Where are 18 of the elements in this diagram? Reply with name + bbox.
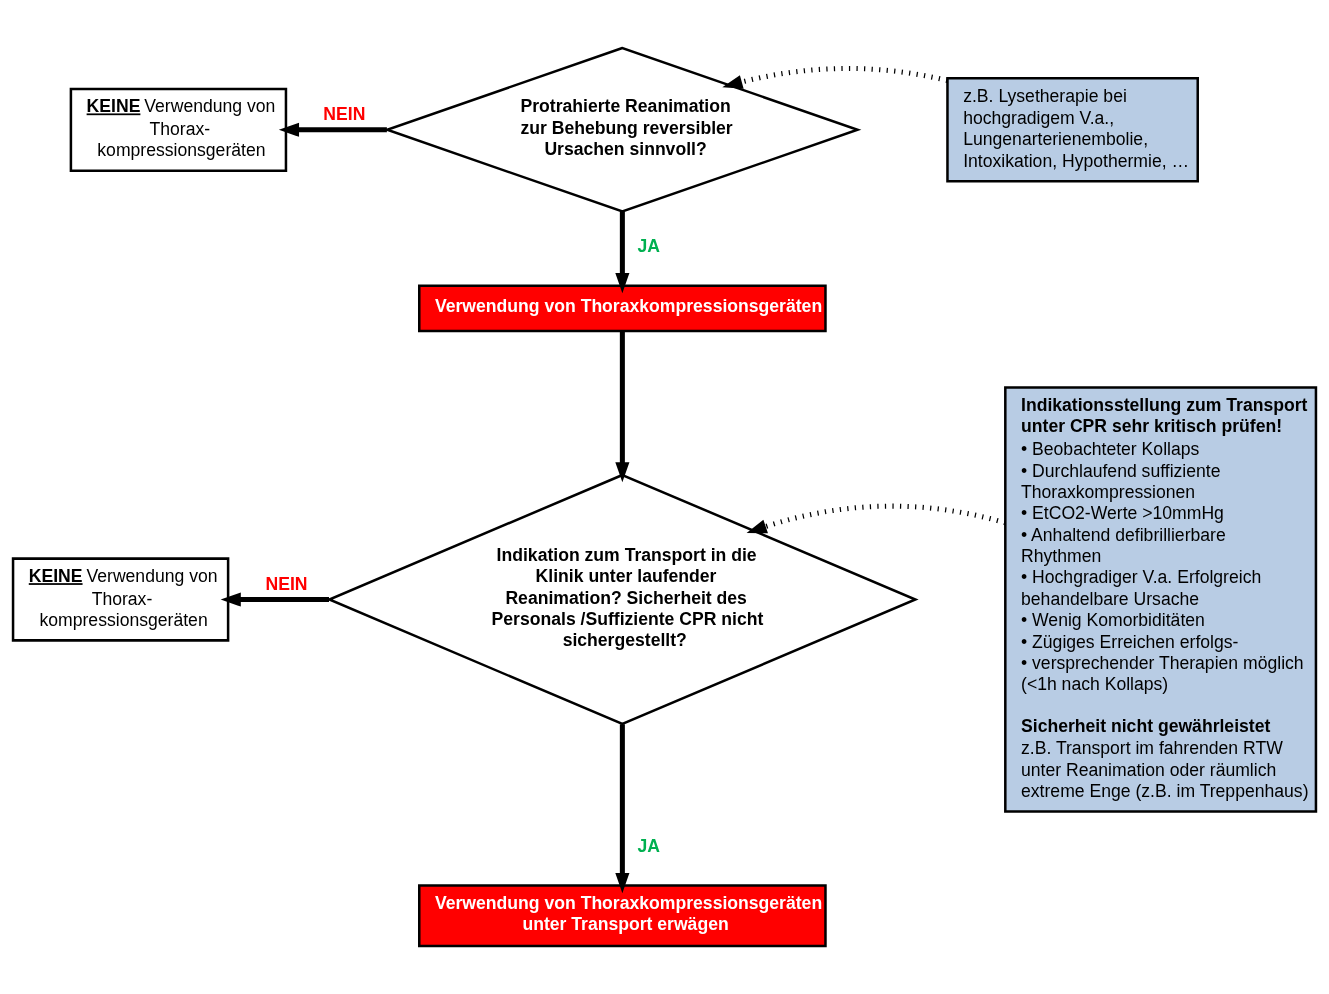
node-box: KEINE Verwendung von Thorax- kompressionsgeräten [11,557,230,642]
arrow [722,66,948,89]
node-box: Indikationsstellung zum Transport unter CPR sehr kritisch prüfen! • Beobachteter Kollaps • Durchlaufend suffiziente Thoraxkompressionen • EtCO2-Werte >10mmHg • Anhaltend defibrillierbare Rhythmen • Hochgradiger V.a. Erfolgreich behandelbare Ursache • Wenig Komorbiditäten • Zügiges Erreichen erfolgs- • versprechender Therapien möglich (<1h nach Kollaps) Sicherheit nicht gewährleistet z.B. Transport im fahrenden RTW unter Reanimation oder räumlich extreme Enge (z.B. im Treppenhaus) [1004,386,1318,813]
node-box: z.B. Lysetherapie bei hochgradigem V.a., Lungenarterienembolie, Intoxikation, Hypothermie, … [946,76,1199,183]
node-box: Verwendung von Thoraxkompressionsgeräten [418,284,827,333]
node-box: KEINE Verwendung von Thorax- kompressionsgeräten [69,87,288,172]
edge-label: NEIN [323,103,366,124]
edge-label: JA [637,835,660,856]
node-diamond: Indikation zum Transport in die Klinik unter laufender Reanimation? Sicherheit des Personals /Suffiziente CPR nicht sichergestellt? [326,473,919,726]
arrow [615,211,630,294]
arrow [615,331,630,483]
arrow [746,503,1006,534]
edge-label: NEIN [265,573,308,594]
node-box: Verwendung von Thoraxkompressionsgeräten unter Transport erwägen [418,884,827,948]
arrow [278,122,387,137]
arrow [615,724,630,894]
edge-label: JA [637,236,660,257]
arrow [220,592,329,607]
